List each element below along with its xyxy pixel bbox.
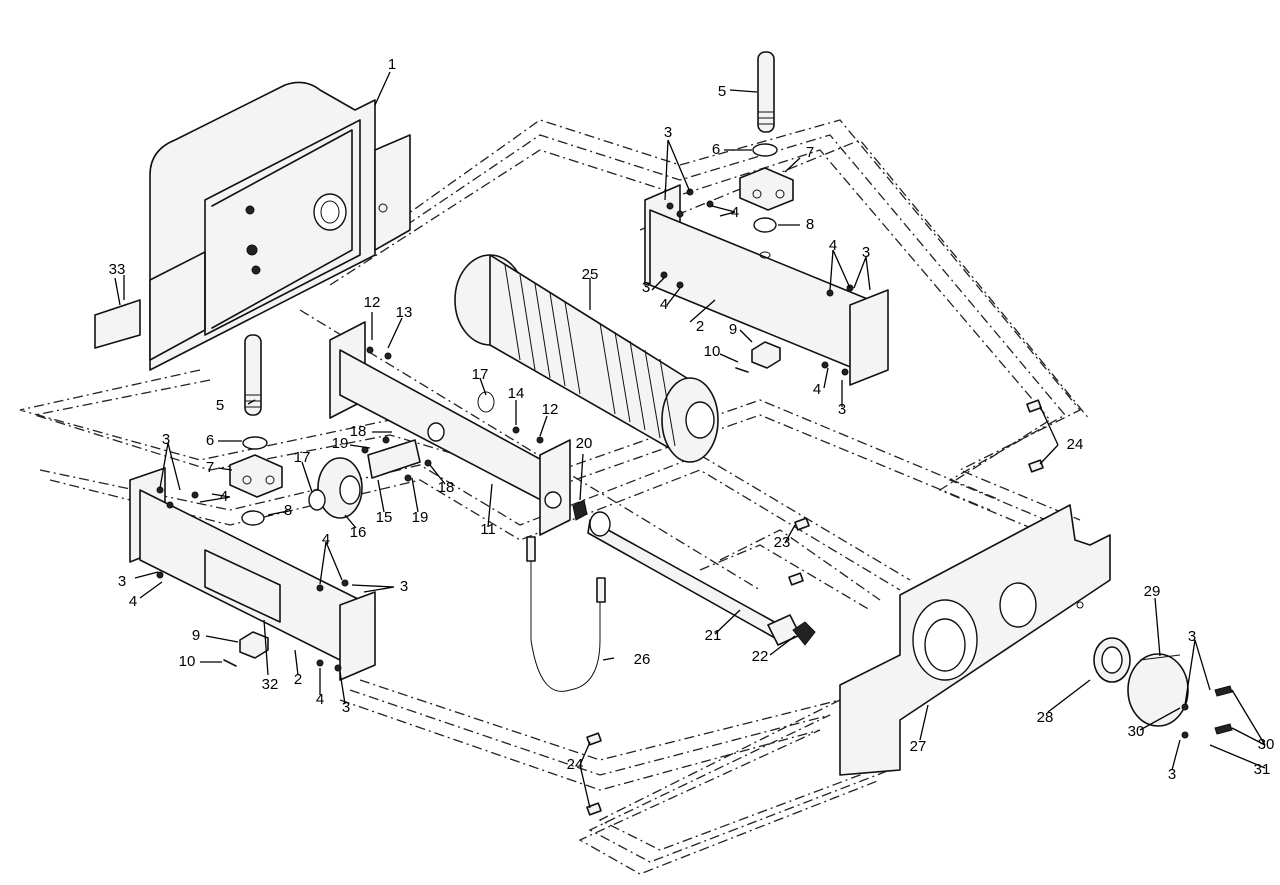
callout-17: 17: [294, 449, 311, 466]
spring: [572, 499, 588, 521]
callout-2: 2: [696, 318, 704, 335]
phantom-lines: [19, 119, 1091, 875]
sheave: [308, 391, 495, 519]
callout-8: 8: [284, 502, 292, 519]
drum-grooves: [504, 264, 676, 447]
callout-1: 1: [388, 56, 396, 73]
callout-4: 4: [829, 237, 837, 254]
callout-4: 4: [731, 204, 739, 221]
callout-3: 3: [118, 573, 126, 590]
pin-assembly-lower: [229, 334, 283, 526]
callout-19: 19: [412, 509, 429, 526]
callout-3: 3: [1168, 766, 1176, 783]
hardware-bolts: [156, 188, 854, 672]
callout-26: 26: [634, 651, 651, 668]
callout-6: 6: [712, 141, 720, 158]
callout-3: 3: [838, 401, 846, 418]
callout-4: 4: [660, 296, 668, 313]
callout-15: 15: [376, 509, 393, 526]
callout-18: 18: [350, 423, 367, 440]
callout-7: 7: [806, 144, 814, 161]
callout-20: 20: [576, 435, 593, 452]
callout-labels: 1 2 2 3 3 3 3 3 3 3 3 3 3 4 4 4 4 4 4 4 …: [109, 56, 1275, 783]
callout-3: 3: [162, 431, 170, 448]
callout-18: 18: [438, 479, 455, 496]
callout-30: 30: [1258, 736, 1275, 753]
cross-beam: [329, 321, 571, 536]
guide-pins: [586, 399, 1044, 816]
cover-bolts: [1181, 685, 1233, 739]
callout-9: 9: [729, 321, 737, 338]
callout-19: 19: [332, 435, 349, 452]
callout-4: 4: [220, 488, 228, 505]
callout-5: 5: [718, 83, 726, 100]
callout-27: 27: [910, 738, 927, 755]
callout-25: 25: [582, 266, 599, 283]
callout-8: 8: [806, 216, 814, 233]
callout-3: 3: [342, 699, 350, 716]
leader-lines: [114, 71, 1266, 809]
base-plate: [839, 504, 1111, 776]
callout-14: 14: [508, 385, 525, 402]
callout-3: 3: [664, 124, 672, 141]
callout-6: 6: [206, 432, 214, 449]
callout-24: 24: [1067, 436, 1084, 453]
castle-nut-upper: [751, 341, 781, 369]
callout-30: 30: [1128, 723, 1145, 740]
callout-4: 4: [129, 593, 137, 610]
callout-12: 12: [364, 294, 381, 311]
drive-shaft: [587, 511, 816, 646]
side-beam-lower: [129, 467, 376, 681]
callout-3: 3: [862, 244, 870, 261]
callout-4: 4: [813, 381, 821, 398]
callout-23: 23: [774, 534, 791, 551]
callout-17: 17: [472, 366, 489, 383]
cable: [526, 536, 606, 692]
callout-31: 31: [1254, 761, 1271, 778]
callout-3: 3: [1188, 628, 1196, 645]
callout-10: 10: [179, 653, 196, 670]
callout-22: 22: [752, 648, 769, 665]
callout-3: 3: [642, 279, 650, 296]
callout-16: 16: [350, 524, 367, 541]
data-plate: [94, 299, 141, 349]
callout-12: 12: [542, 401, 559, 418]
callout-4: 4: [316, 691, 324, 708]
callout-33: 33: [109, 261, 126, 278]
castle-nut-lower: [239, 631, 269, 659]
cotter-pin-upper: [735, 367, 749, 373]
callout-2: 2: [294, 671, 302, 688]
callout-13: 13: [396, 304, 413, 321]
side-beam-upper: [644, 184, 889, 386]
callout-11: 11: [480, 521, 496, 538]
bearing-cover: [1127, 653, 1189, 727]
callout-24: 24: [567, 756, 584, 773]
callout-3: 3: [400, 578, 408, 595]
callout-29: 29: [1144, 583, 1161, 600]
cable-drum: [454, 254, 719, 463]
callout-28: 28: [1037, 709, 1054, 726]
callout-5: 5: [216, 397, 224, 414]
callout-7: 7: [206, 459, 214, 476]
gear-housing: [149, 81, 411, 371]
bearing: [1093, 637, 1131, 683]
callout-32: 32: [262, 676, 279, 693]
callout-9: 9: [192, 627, 200, 644]
callout-21: 21: [705, 627, 722, 644]
callout-4: 4: [322, 531, 330, 548]
callout-10: 10: [704, 343, 721, 360]
cotter-pin-lower: [223, 659, 237, 667]
pin-assembly-upper: [739, 51, 794, 259]
